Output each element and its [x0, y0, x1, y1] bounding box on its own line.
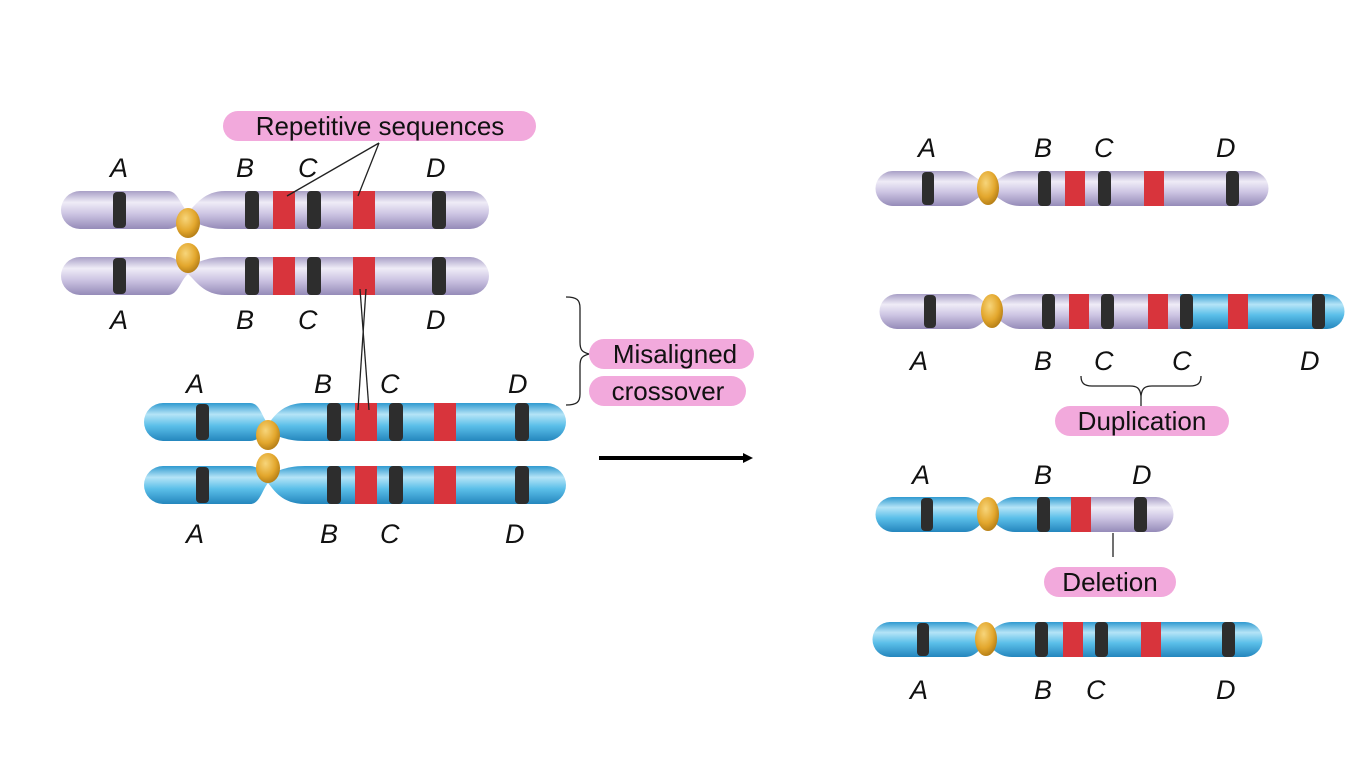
repeat-band	[353, 191, 375, 229]
band-D	[432, 257, 446, 295]
callout-misaligned-text: Misaligned	[613, 339, 737, 369]
repeat-band	[353, 257, 375, 295]
repeat-band	[273, 191, 295, 229]
crossover-lines	[357, 288, 370, 411]
centromere	[176, 208, 200, 238]
repeat-band	[273, 257, 295, 295]
gene-label: A	[908, 675, 928, 705]
gene-label: D	[1300, 346, 1320, 376]
repeat-band	[355, 403, 377, 441]
centromere	[256, 453, 280, 483]
gene-label: D	[1216, 133, 1236, 163]
gene-label: B	[320, 519, 338, 549]
band-C	[389, 403, 403, 441]
gene-label: C	[380, 519, 400, 549]
callout-crossover-text: crossover	[612, 376, 725, 406]
gene-label: B	[236, 305, 254, 335]
gene-label: D	[508, 369, 528, 399]
band-A	[196, 404, 209, 440]
callout-deletion-text: Deletion	[1062, 567, 1157, 597]
band-C	[389, 466, 403, 504]
left-gene-labels: A B C D A B C D A B C D A B C D	[108, 153, 528, 549]
gene-label: C	[298, 305, 318, 335]
band-B	[327, 403, 341, 441]
result-chromosome-1	[875, 171, 1269, 206]
repetitive-sequences-callout: Repetitive sequences	[223, 111, 536, 197]
gene-label: A	[184, 369, 204, 399]
result-chromosome-2-duplication	[879, 294, 1345, 329]
gene-label: B	[1034, 346, 1052, 376]
result-chromosome-4	[872, 622, 1263, 657]
gene-label: C	[298, 153, 318, 183]
band-D	[515, 403, 529, 441]
repeat-band	[434, 403, 456, 441]
result-chromosome-3-deletion	[875, 497, 1174, 532]
gene-label: A	[916, 133, 936, 163]
band-A	[113, 192, 126, 228]
band-B	[245, 257, 259, 295]
band-C	[307, 191, 321, 229]
duplication-callout: Duplication	[1055, 375, 1229, 436]
gene-label: C	[1094, 133, 1114, 163]
gene-label: A	[108, 305, 128, 335]
callout-duplication-text: Duplication	[1078, 406, 1207, 436]
band-A	[196, 467, 209, 503]
gene-label: D	[1132, 460, 1152, 490]
gene-label: B	[1034, 460, 1052, 490]
gene-label: C	[1094, 346, 1114, 376]
band-D	[515, 466, 529, 504]
gene-label: C	[1086, 675, 1106, 705]
misaligned-crossover-callout: Misaligned crossover	[565, 296, 754, 406]
gene-label: A	[108, 153, 128, 183]
band-B	[327, 466, 341, 504]
blue-chromosome-pair	[144, 403, 566, 504]
gene-label: D	[426, 305, 446, 335]
gene-label: D	[1216, 675, 1236, 705]
gene-label: B	[1034, 675, 1052, 705]
right-gene-labels: A B C D A B C C D A B D A B C D	[908, 133, 1320, 705]
gene-label: B	[1034, 133, 1052, 163]
centromere	[256, 420, 280, 450]
centromere	[176, 243, 200, 273]
gene-label: A	[908, 346, 928, 376]
gene-label: C	[380, 369, 400, 399]
band-A	[113, 258, 126, 294]
band-C	[307, 257, 321, 295]
callout-repetitive-text: Repetitive sequences	[256, 111, 505, 141]
band-B	[245, 191, 259, 229]
gene-label: D	[426, 153, 446, 183]
band-D	[432, 191, 446, 229]
gene-label: D	[505, 519, 525, 549]
repeat-band	[434, 466, 456, 504]
lavender-chromosome-pair	[61, 191, 489, 295]
repeat-band	[355, 466, 377, 504]
gene-label: A	[910, 460, 930, 490]
deletion-callout: Deletion	[1044, 533, 1176, 597]
gene-label: B	[314, 369, 332, 399]
gene-label: A	[184, 519, 204, 549]
gene-label: B	[236, 153, 254, 183]
gene-label: C	[1172, 346, 1192, 376]
